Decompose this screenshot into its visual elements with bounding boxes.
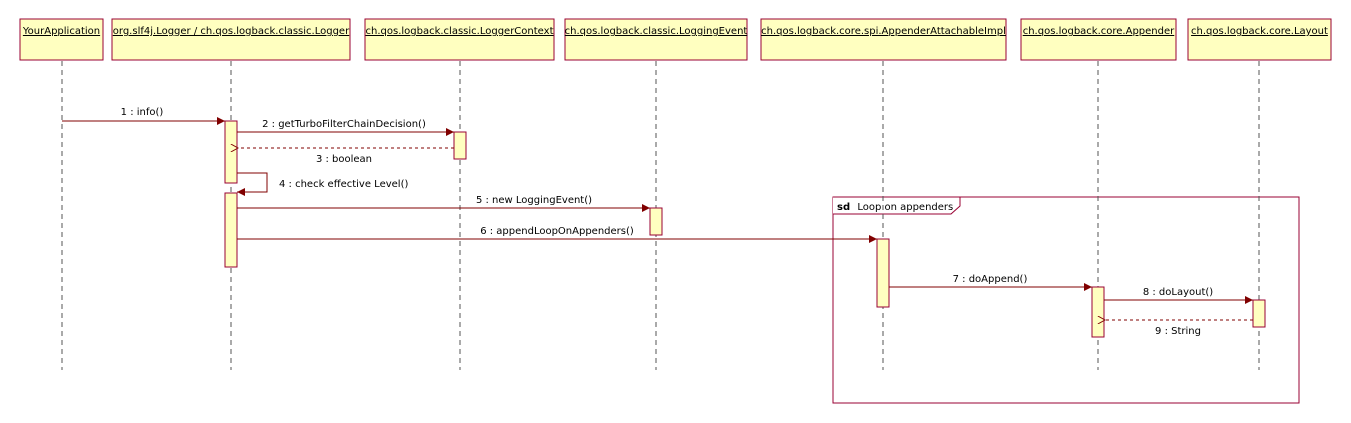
message-4[interactable]: 4 : check effective Level() <box>237 172 408 196</box>
participant-label: ch.qos.logback.classic.LoggingEvent <box>565 26 748 37</box>
participant-ctx[interactable]: ch.qos.logback.classic.LoggerContext <box>364 18 555 61</box>
participant-layout[interactable]: ch.qos.logback.core.Layout <box>1187 18 1332 61</box>
message-label: 1 : info() <box>121 107 164 118</box>
message-8[interactable]: 8 : doLayout() <box>1104 287 1253 304</box>
message-3[interactable]: 3 : boolean <box>238 148 454 165</box>
participant-label: org.slf4j.Logger / ch.qos.logback.classi… <box>113 26 350 37</box>
participant-label: ch.qos.logback.core.spi.AppenderAttachab… <box>761 26 1006 37</box>
message-label: 5 : new LoggingEvent() <box>476 195 592 206</box>
message-label: 7 : doAppend() <box>953 274 1028 285</box>
message-label: 8 : doLayout() <box>1143 287 1213 298</box>
participant-label: ch.qos.logback.classic.LoggerContext <box>366 26 554 37</box>
participant-event[interactable]: ch.qos.logback.classic.LoggingEvent <box>564 18 748 61</box>
message-label: 6 : appendLoopOnAppenders() <box>480 226 634 237</box>
message-arrow <box>237 172 268 196</box>
participant-box <box>760 18 1007 61</box>
participant-label: ch.qos.logback.core.Appender <box>1023 26 1175 37</box>
fragment-tab <box>833 196 961 215</box>
messages: 1 : info() 2 : getTurboFilterChainDecisi… <box>62 107 1253 337</box>
participant-appender[interactable]: ch.qos.logback.core.Appender <box>1020 18 1177 61</box>
fragment-frame <box>832 196 1300 404</box>
participant-app[interactable]: YourApplication <box>19 18 104 61</box>
participant-logger[interactable]: org.slf4j.Logger / ch.qos.logback.classi… <box>111 18 351 61</box>
fragment-title: Loop on appenders <box>857 202 953 213</box>
participant-box <box>19 18 104 61</box>
message-6[interactable]: 6 : appendLoopOnAppenders() <box>237 226 877 243</box>
participant-box <box>111 18 351 61</box>
activation-ctx <box>453 131 467 160</box>
message-9[interactable]: 9 : String <box>1105 320 1253 337</box>
activation-logger-1 <box>224 120 238 184</box>
message-label: 4 : check effective Level() <box>279 179 408 190</box>
message-2[interactable]: 2 : getTurboFilterChainDecision() <box>237 119 454 136</box>
participant-box <box>1187 18 1332 61</box>
message-label: 2 : getTurboFilterChainDecision() <box>262 119 426 130</box>
activation-logger-2 <box>224 192 238 268</box>
participant-aai[interactable]: ch.qos.logback.core.spi.AppenderAttachab… <box>760 18 1007 61</box>
message-7[interactable]: 7 : doAppend() <box>889 274 1092 291</box>
activation-bars <box>224 120 1266 338</box>
participant-box <box>564 18 748 61</box>
loop-fragment: sd Loop on appenders <box>832 196 1300 404</box>
message-label: 3 : boolean <box>316 154 372 165</box>
fragment-label: sd Loop on appenders <box>837 202 953 213</box>
activation-event <box>649 207 663 236</box>
fragment-keyword: sd <box>837 202 850 213</box>
message-5[interactable]: 5 : new LoggingEvent() <box>237 195 650 212</box>
participant-box <box>1020 18 1177 61</box>
participant-box <box>364 18 555 61</box>
participant-label: ch.qos.logback.core.Layout <box>1191 26 1328 37</box>
message-label: 9 : String <box>1155 326 1201 337</box>
participant-label: YourApplication <box>22 26 100 37</box>
activation-layout <box>1252 299 1266 328</box>
message-1[interactable]: 1 : info() <box>62 107 225 125</box>
activation-appender <box>1091 286 1105 338</box>
activation-aai <box>876 238 890 308</box>
participant-heads: YourApplication org.slf4j.Logger / ch.qo… <box>19 18 1332 61</box>
